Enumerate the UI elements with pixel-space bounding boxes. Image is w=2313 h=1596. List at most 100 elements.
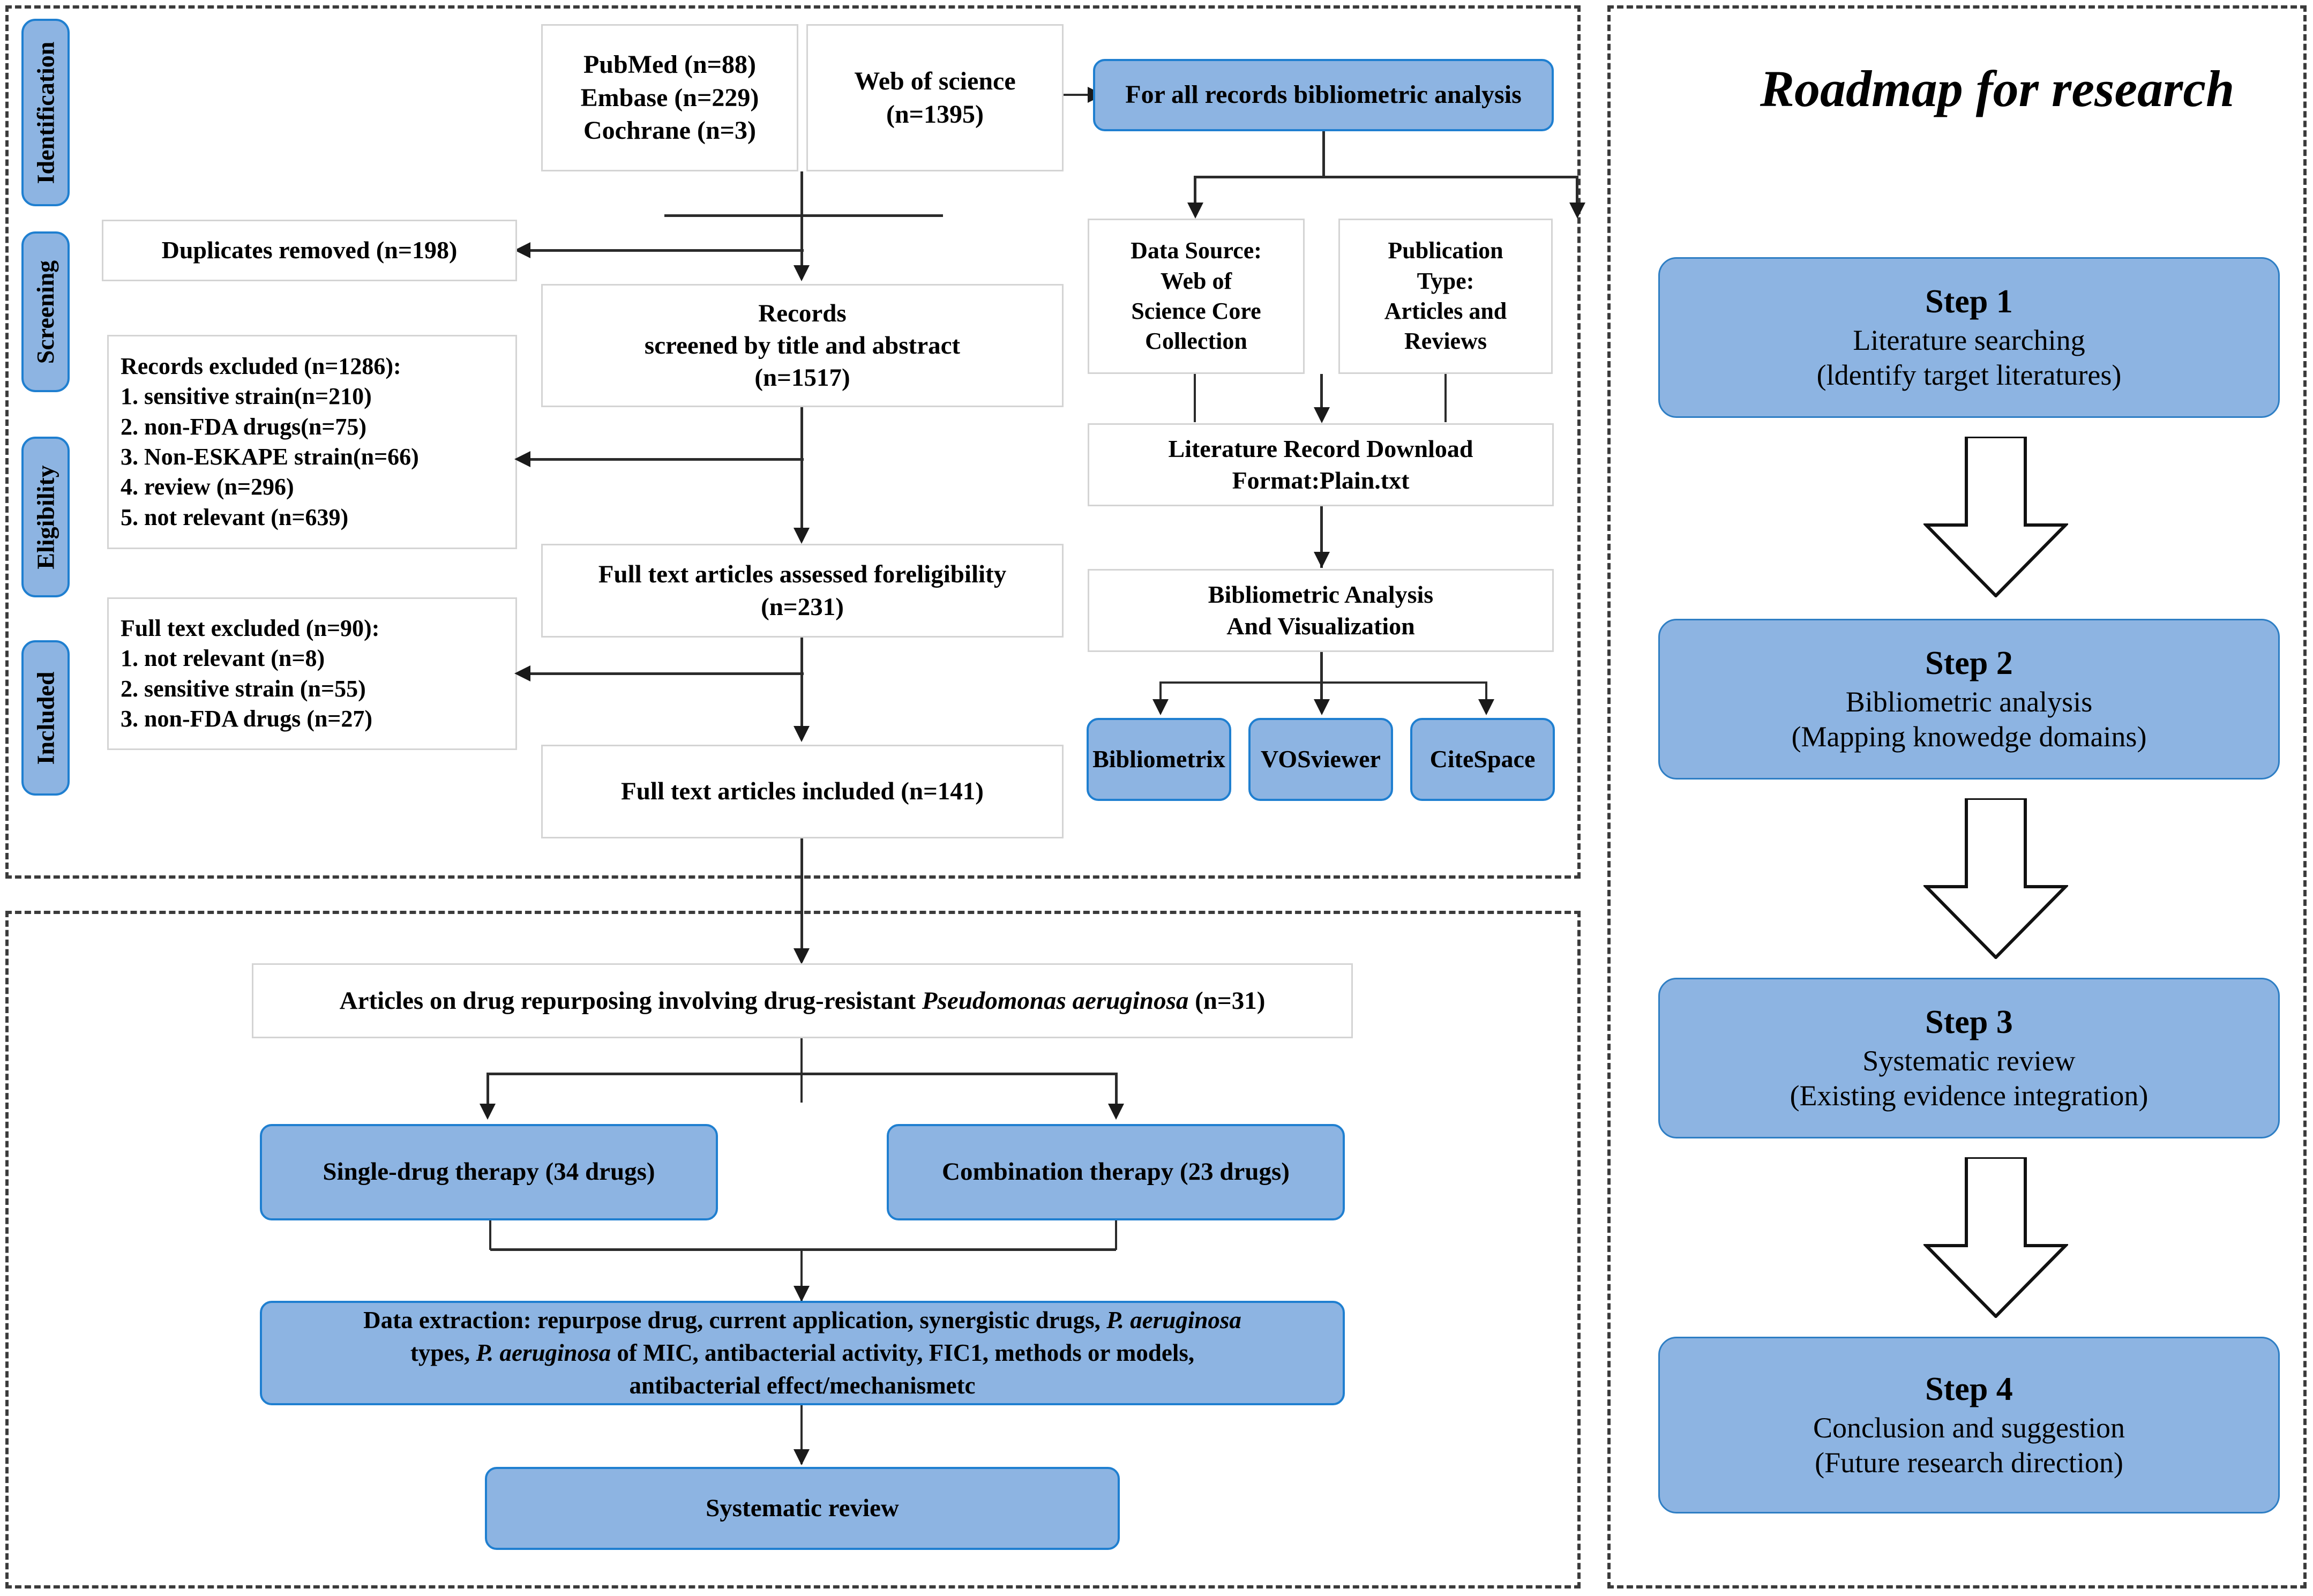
record-download-line1: Literature Record Download <box>1168 434 1473 462</box>
roadmap-step-4-title: Step 4 <box>1925 1370 2013 1407</box>
connector-center-to-download <box>1320 374 1323 419</box>
connector-to-data-source <box>1194 176 1196 211</box>
roadmap-step-4-line1: Conclusion and suggestion <box>1813 1411 2125 1444</box>
connector-tools-split <box>1160 681 1487 684</box>
arrowhead-to-vosviewer <box>1314 699 1330 715</box>
box-databases: PubMed (n=88) Embase (n=229) Cochrane (n… <box>541 24 798 171</box>
stage-label-included: Included <box>32 671 59 765</box>
box-data-source: Data Source: Web of Science Core Collect… <box>1088 219 1305 374</box>
connector-screened-down <box>800 407 803 541</box>
arrowhead-to-combination <box>1108 1104 1124 1120</box>
box-web-of-science: Web of science (n=1395) <box>806 24 1064 171</box>
connector-merge-to-extraction <box>800 1248 803 1302</box>
connector-bibliometric-split <box>1195 176 1578 178</box>
box-articles-repurposing: Articles on drug repurposing involving d… <box>252 963 1353 1038</box>
roadmap-step-4-line2: (Future research direction) <box>1815 1446 2123 1479</box>
connector-to-publication-type <box>1576 176 1578 211</box>
box-bibliometric-entry: For all records bibliometric analysis <box>1093 59 1554 131</box>
connector-therapies-merge <box>490 1248 1116 1251</box>
connector-extraction-to-review <box>800 1405 803 1464</box>
arrowhead-to-full-text-included <box>794 726 810 742</box>
connector-therapy-split <box>488 1073 1117 1075</box>
box-data-extraction: Data extraction: repurpose drug, current… <box>260 1301 1345 1405</box>
databases-line1: PubMed (n=88) <box>583 50 757 79</box>
data-extraction-line1-pre: Data extraction: repurpose drug, current… <box>363 1307 1107 1334</box>
stage-label-identification: Identification <box>32 41 59 184</box>
roadmap-step-3-line1: Systematic review <box>1862 1044 2076 1077</box>
stage-pill-screening: Screening <box>21 231 70 392</box>
duplicates-removed-label: Duplicates removed (n=198) <box>161 236 458 264</box>
connector-download-to-analysis <box>1320 506 1323 568</box>
arrowhead-to-records-excluded <box>514 451 530 467</box>
tool-label-citespace: CiteSpace <box>1429 745 1536 773</box>
roadmap-step-4: Step 4 Conclusion and suggestion (Future… <box>1658 1337 2280 1513</box>
tool-label-vosviewer: VOSviewer <box>1261 745 1381 773</box>
box-records-screened: Records screened by title and abstract (… <box>541 284 1064 407</box>
articles-repurposing-text: Articles on drug repurposing involving d… <box>340 985 1266 1017</box>
arrowhead-to-single-drug <box>480 1104 496 1120</box>
data-extraction-line1-species: P. aeruginosa <box>1106 1307 1241 1334</box>
publication-type-line4: Reviews <box>1404 328 1487 355</box>
full-text-excluded-item-2: 2. sensitive strain (n=55) <box>121 675 366 702</box>
roadmap-step-2-line1: Bibliometric analysis <box>1845 685 2093 718</box>
arrowhead-to-systematic-review <box>794 1449 810 1465</box>
full-text-excluded-item-1: 1. not relevant (n=8) <box>121 645 325 672</box>
box-full-text-excluded: Full text excluded (n=90): 1. not releva… <box>107 597 517 750</box>
data-extraction-line2-pre: types, <box>410 1339 476 1367</box>
data-extraction-line2-species: P. aeruginosa <box>476 1339 611 1367</box>
connector-combination-down <box>1115 1220 1117 1250</box>
connector-to-duplicates <box>525 249 804 252</box>
connector-data-source-down <box>1194 374 1196 422</box>
single-drug-therapy-label: Single-drug therapy (34 drugs) <box>323 1158 655 1186</box>
full-text-included-label: Full text articles included (n=141) <box>621 777 984 806</box>
box-full-text-assessed: Full text articles assessed foreligibili… <box>541 544 1064 638</box>
tool-label-bibliometrix: Bibliometrix <box>1092 745 1225 773</box>
connector-wos-to-bibliometric <box>1064 94 1093 96</box>
data-extraction-line2-post: of MIC, antibacterial activity, FIC1, me… <box>611 1339 1195 1367</box>
records-excluded-item-2: 2. non-FDA drugs(n=75) <box>121 413 367 440</box>
connector-to-records-excluded <box>525 458 804 461</box>
box-combination-therapy: Combination therapy (23 drugs) <box>887 1124 1345 1220</box>
stage-label-eligibility: Eligibility <box>32 464 59 570</box>
box-tool-citespace: CiteSpace <box>1410 718 1555 801</box>
box-tool-vosviewer: VOSviewer <box>1248 718 1393 801</box>
records-screened-line1: Records <box>758 299 847 327</box>
connector-analysis-down <box>1320 652 1323 706</box>
publication-type-line2: Type: <box>1417 267 1474 294</box>
arrowhead-to-articles-repurposing <box>794 948 810 964</box>
block-arrow-step1-step2 <box>1922 435 2070 598</box>
box-duplicates-removed: Duplicates removed (n=198) <box>102 220 517 281</box>
connector-to-combination <box>1115 1073 1118 1115</box>
roadmap-title: Roadmap for research <box>1760 60 2235 117</box>
stage-label-screening: Screening <box>32 260 59 364</box>
connector-included-to-lower-panel <box>800 838 803 962</box>
combination-therapy-label: Combination therapy (23 drugs) <box>942 1158 1290 1186</box>
roadmap-step-2: Step 2 Bibliometric analysis (Mapping kn… <box>1658 619 2280 780</box>
roadmap-step-1-line2: (ldentify target literatures) <box>1816 358 2122 391</box>
records-excluded-item-5: 5. not relevant (n=639) <box>121 504 349 530</box>
arrowhead-to-analysis <box>1314 552 1330 568</box>
data-source-line4: Collection <box>1145 328 1247 355</box>
records-excluded-item-1: 1. sensitive strain(n=210) <box>121 383 372 410</box>
arrowhead-to-record-download <box>1314 407 1330 423</box>
stage-pill-eligibility: Eligibility <box>21 437 70 597</box>
connector-to-bibliometrix <box>1159 681 1162 708</box>
block-arrow-step3-step4 <box>1922 1156 2070 1319</box>
roadmap-step-3-title: Step 3 <box>1925 1003 2013 1040</box>
data-source-line1: Data Source: <box>1131 237 1262 264</box>
stage-pill-included: Included <box>21 640 70 796</box>
records-excluded-item-3: 3. Non-ESKAPE strain(n=66) <box>121 444 419 470</box>
databases-line2: Embase (n=229) <box>580 83 759 112</box>
analysis-line1: Bibliometric Analysis <box>1208 580 1434 608</box>
records-screened-line2: screened by title and abstract <box>644 331 961 359</box>
roadmap-step-3-line2: (Existing evidence integration) <box>1790 1079 2149 1112</box>
box-publication-type: Publication Type: Articles and Reviews <box>1338 219 1553 374</box>
wos-line2: (n=1395) <box>886 100 984 129</box>
box-single-drug-therapy: Single-drug therapy (34 drugs) <box>260 1124 718 1220</box>
arrowhead-to-data-extraction <box>794 1286 810 1302</box>
data-source-line3: Science Core <box>1131 298 1261 324</box>
systematic-review-label: Systematic review <box>706 1494 899 1522</box>
roadmap-step-2-title: Step 2 <box>1925 645 2013 681</box>
arrowhead-to-full-text-excluded <box>514 665 530 681</box>
arrowhead-to-data-source <box>1187 203 1203 219</box>
